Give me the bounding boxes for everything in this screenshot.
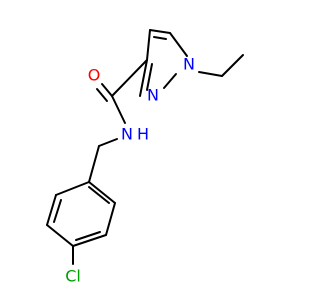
bond-ar-inner-1 xyxy=(53,199,62,223)
bond-carbonyl-o-inner xyxy=(96,88,108,102)
bond-ar-1 xyxy=(55,181,90,196)
bond-n1-ethyl xyxy=(198,71,223,77)
bond-ar-3 xyxy=(46,224,74,247)
chemical-structure: O N N N H Cl xyxy=(46,29,244,286)
bond-n2-c3-inner xyxy=(146,63,153,91)
bond-ar-5 xyxy=(105,202,116,236)
chlorine-label: Cl xyxy=(65,267,81,286)
bond-carbonyl-o xyxy=(101,83,113,97)
bond-carbonyl-n xyxy=(111,95,126,124)
bond-c3-c4 xyxy=(146,29,151,61)
bond-ar-2 xyxy=(46,194,57,226)
oxygen-label: O xyxy=(88,66,101,85)
bond-ar-inner-2 xyxy=(75,231,101,241)
ring-nitrogen-2-label: N xyxy=(147,86,159,105)
bond-c3-carbonyl xyxy=(111,59,148,97)
bond-c4-c5-inner xyxy=(153,36,167,40)
bond-c5-n1 xyxy=(169,32,188,57)
amide-nitrogen-label: N xyxy=(121,125,133,144)
bond-ar-inner-3 xyxy=(88,186,110,204)
bond-ar-4 xyxy=(72,234,107,247)
bond-lines xyxy=(46,29,244,265)
bond-ar-6 xyxy=(88,181,116,204)
bond-ch2-ring xyxy=(88,145,100,183)
bond-n-ch2 xyxy=(98,138,118,147)
ring-nitrogen-1-label: N xyxy=(183,55,195,74)
bond-ethyl xyxy=(221,54,244,77)
bond-n1-n2 xyxy=(163,73,177,89)
bond-c4-c5 xyxy=(149,29,171,34)
amide-hydrogen-label: H xyxy=(137,125,149,144)
atom-labels: O N N N H Cl xyxy=(65,55,195,286)
bond-n2-c3 xyxy=(139,59,148,97)
